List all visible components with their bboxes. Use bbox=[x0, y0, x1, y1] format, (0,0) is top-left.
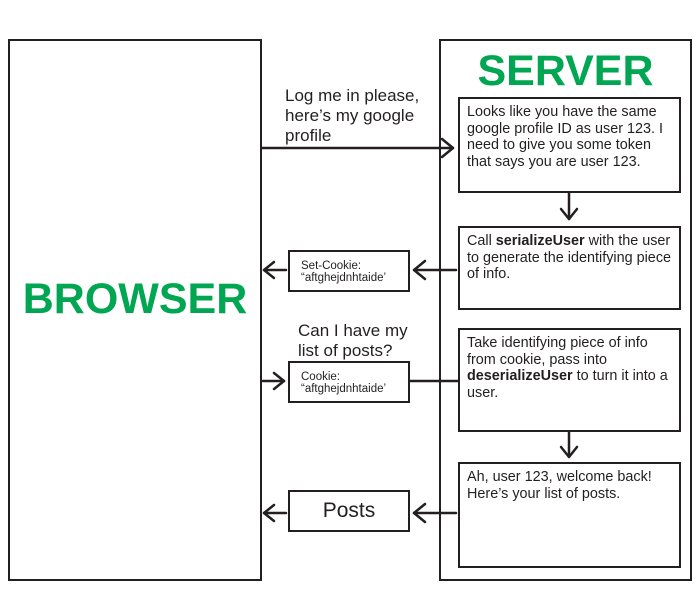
step-serialize-text-post: with the user to generate the identifyin… bbox=[467, 233, 672, 282]
set-cookie-box: Set-Cookie: “aftghejdnhtaide’ bbox=[288, 250, 410, 292]
step-deserialize-text-post: to turn it into a user. bbox=[467, 368, 668, 401]
step-serialize-text-pre: Call bbox=[467, 233, 496, 249]
cookie-in-head bbox=[272, 371, 286, 391]
posts-request-label: Can I have my list of posts? bbox=[298, 321, 408, 360]
step-welcome-back: Ah, user 123, welcome back! Here’s your … bbox=[458, 462, 681, 568]
step-serialize-function: serializeUser bbox=[495, 233, 585, 249]
cookie-value: “aftghejdnhtaide’ bbox=[301, 383, 387, 395]
set-cookie-out-head bbox=[262, 260, 276, 280]
step3-to-step4-head bbox=[559, 445, 579, 459]
step-deserialize-function: deserializeUser bbox=[467, 368, 573, 384]
cookie-box: Cookie: “aftghejdnhtaide’ bbox=[288, 361, 410, 403]
login-arrow-head bbox=[440, 137, 455, 159]
cookie-header: Cookie: bbox=[301, 371, 340, 383]
posts-out-head bbox=[262, 503, 276, 523]
set-cookie-in-head bbox=[412, 259, 427, 281]
step-welcome-text: Ah, user 123, welcome back! Here’s your … bbox=[467, 469, 652, 502]
step-serialize-user: Call serializeUser with the user to gene… bbox=[458, 226, 681, 310]
posts-box: Posts bbox=[288, 490, 410, 532]
step-lookup-user: Looks like you have the same google prof… bbox=[458, 97, 681, 193]
browser-panel bbox=[8, 39, 262, 581]
browser-title: BROWSER bbox=[22, 275, 248, 323]
posts-in-head bbox=[412, 502, 427, 524]
step-lookup-user-text: Looks like you have the same google prof… bbox=[467, 104, 663, 170]
step1-to-step2-head bbox=[559, 207, 579, 221]
set-cookie-header: Set-Cookie: bbox=[301, 260, 362, 272]
step-deserialize-user: Take identifying piece of info from cook… bbox=[458, 328, 681, 432]
set-cookie-value: “aftghejdnhtaide’ bbox=[301, 272, 387, 284]
posts-label: Posts bbox=[322, 499, 376, 522]
login-request-label: Log me in please, here’s my google profi… bbox=[285, 86, 420, 145]
server-title: SERVER bbox=[477, 47, 654, 95]
step-deserialize-text-pre: Take identifying piece of info from cook… bbox=[467, 335, 648, 368]
